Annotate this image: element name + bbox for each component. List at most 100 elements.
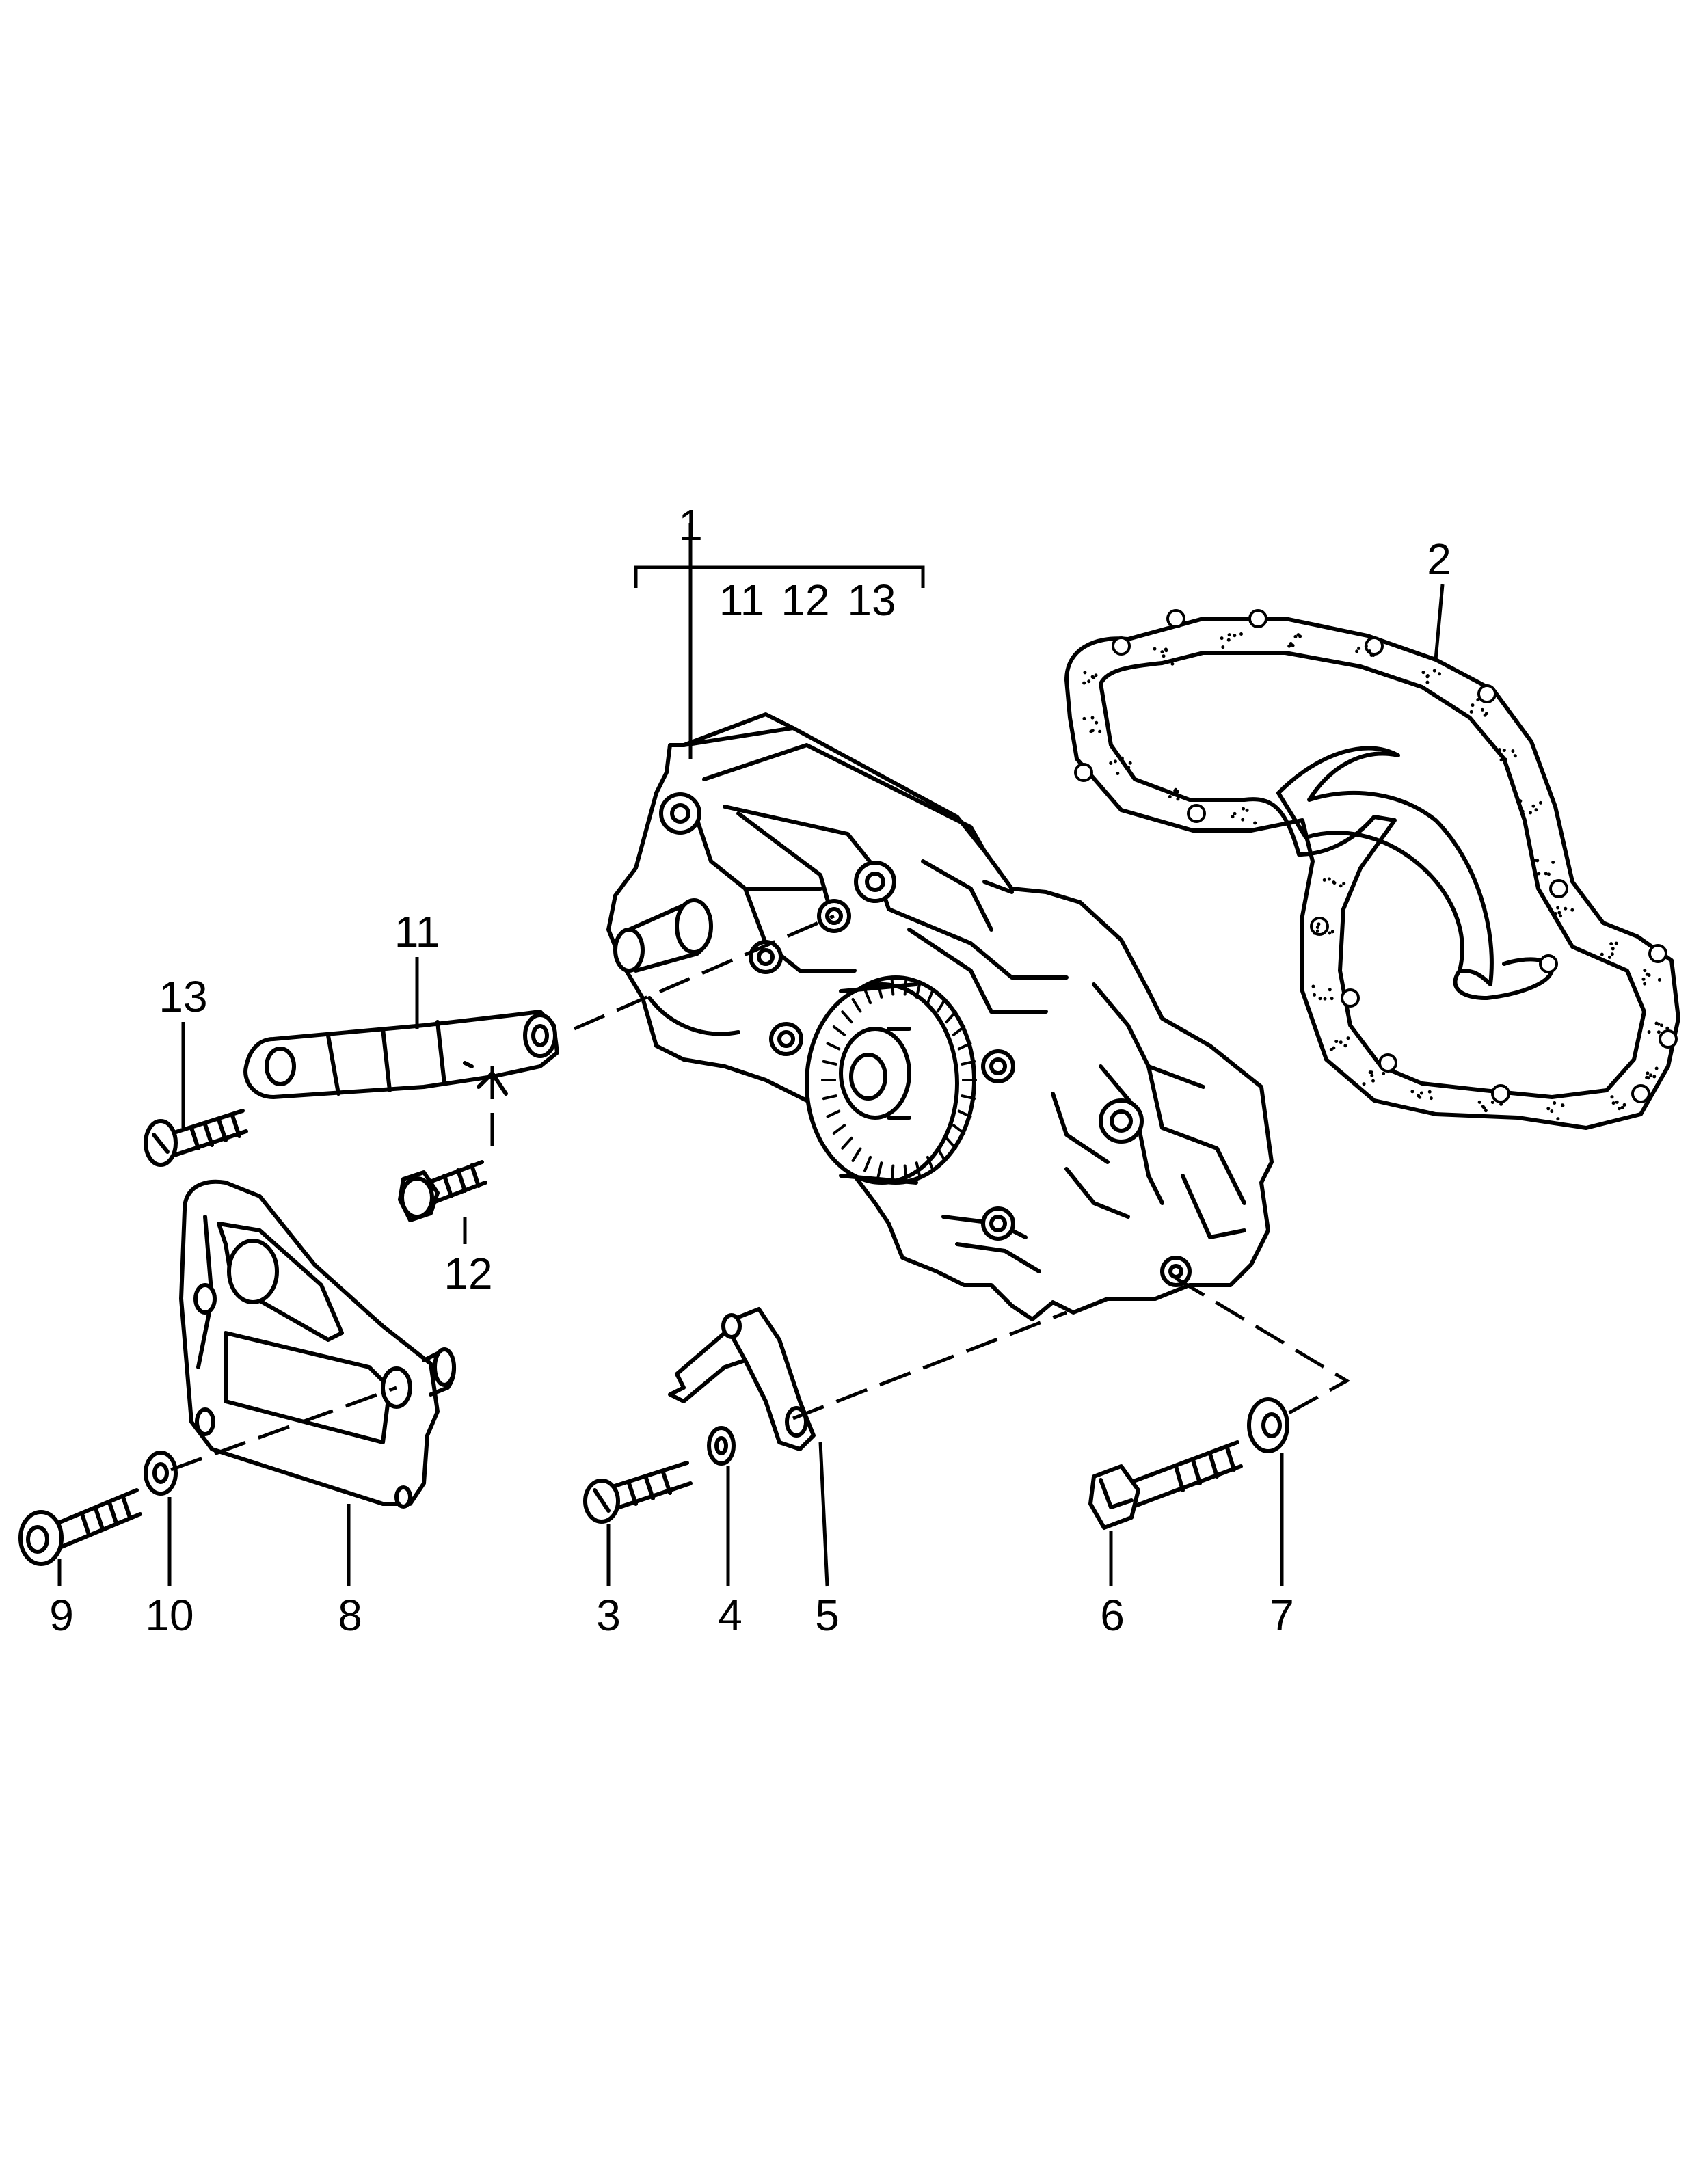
gasket-stipple-dot xyxy=(1094,673,1098,677)
gasket-stipple-dot xyxy=(1476,698,1480,702)
gasket-stipple-dot xyxy=(1098,729,1102,733)
gasket-stipple-dot xyxy=(1556,906,1560,910)
gasket-stipple-dot xyxy=(1556,1117,1560,1121)
gasket-stipple-dot xyxy=(1480,707,1484,712)
gasket-stipple-dot xyxy=(1116,771,1120,775)
bracket-clip-5-part xyxy=(668,1307,816,1451)
pulley-tooth xyxy=(952,1124,966,1135)
gasket-stipple-dot xyxy=(1342,882,1346,886)
gasket-stipple-dot xyxy=(1647,1030,1651,1034)
pulley-tooth xyxy=(957,1109,972,1118)
gasket-stipple-dot xyxy=(1293,634,1298,638)
gasket-stipple-dot xyxy=(1537,872,1541,876)
gasket-stipple-dot xyxy=(1518,799,1523,803)
gasket-stipple-dot xyxy=(1511,749,1515,753)
gasket-stipple-dot xyxy=(1090,675,1095,679)
gasket-stipple-dot xyxy=(1561,1103,1565,1107)
gasket-stipple-dot xyxy=(1551,860,1555,864)
gasket-stipple-dot xyxy=(1432,669,1436,673)
gasket-stipple-dot xyxy=(1323,997,1327,1001)
gasket-stipple-dot xyxy=(1227,633,1231,637)
gasket-stipple-dot xyxy=(1220,636,1224,641)
pulley-tooth xyxy=(945,1136,957,1150)
gasket-stipple-dot xyxy=(1657,1030,1661,1034)
gasket-stipple-dot xyxy=(1357,646,1361,650)
gasket-stipple-dot xyxy=(1369,653,1373,658)
gasket-stipple-dot xyxy=(1343,1044,1347,1048)
gasket-stipple-dot xyxy=(1570,908,1574,912)
gasket-stipple-dot xyxy=(1660,1023,1664,1027)
gasket-stipple xyxy=(1082,632,1669,1121)
gasket-stipple-dot xyxy=(1427,1090,1432,1094)
gasket-stipple-dot xyxy=(1553,1101,1557,1105)
callout-3: 3 xyxy=(596,1591,621,1640)
callout-5: 5 xyxy=(815,1591,840,1640)
gasket-stipple-dot xyxy=(1330,930,1334,934)
gasket-stipple-dot xyxy=(1553,912,1557,916)
gasket-stipple-dot xyxy=(1520,809,1525,813)
gasket-stipple-dot xyxy=(1334,1040,1339,1044)
pulley-tooth xyxy=(961,1060,976,1066)
gasket-stipple-dot xyxy=(1313,993,1317,997)
gasket-stipple-dot xyxy=(1477,1100,1481,1104)
hex-bolt-6-part xyxy=(1088,1440,1243,1530)
gasket-stipple-dot xyxy=(1533,859,1538,863)
gasket-stipple-dot xyxy=(1368,649,1372,653)
pulley-tooth xyxy=(903,1164,908,1183)
callout-4: 4 xyxy=(718,1591,742,1640)
gasket-stipple-dot xyxy=(1490,1100,1494,1104)
gasket-stipple-dot xyxy=(1618,1107,1622,1111)
gasket-stipple-dot xyxy=(1315,925,1319,929)
gasket-stipple-dot xyxy=(1109,761,1113,765)
gasket-stipple-dot xyxy=(1371,1079,1376,1083)
gasket-stipple-dot xyxy=(1646,1071,1650,1075)
gasket-stipple-dot xyxy=(1253,821,1257,825)
callout-6: 6 xyxy=(1100,1591,1125,1640)
gasket-stipple-dot xyxy=(1418,1095,1422,1099)
gasket-stipple-dot xyxy=(1622,1103,1626,1107)
pulley-tooth xyxy=(841,1136,853,1150)
gasket-stipple-dot xyxy=(1296,633,1300,637)
flange-bolt-12-part xyxy=(398,1160,487,1222)
callout-11: 11 xyxy=(394,907,440,956)
gasket-stipple-dot xyxy=(1665,1026,1669,1030)
gasket-stipple-dot xyxy=(1370,1073,1374,1077)
gasket-stipple-dot xyxy=(1329,1047,1333,1051)
gasket-stipple-dot xyxy=(1529,811,1533,815)
mounting-plate-part xyxy=(179,1179,457,1509)
gasket-stipple-dot xyxy=(1369,1070,1373,1075)
gasket-stipple-dot xyxy=(1164,649,1168,653)
gasket-stipple-dot xyxy=(1346,1036,1350,1040)
pulley-tooth xyxy=(851,1147,862,1163)
gasket-stipple-dot xyxy=(1242,807,1246,811)
gasket-stipple-dot xyxy=(1239,632,1243,636)
gasket-stipple-dot xyxy=(1652,1075,1657,1079)
gasket-stipple-dot xyxy=(1419,1091,1423,1095)
gasket-stipple-dot xyxy=(1083,671,1087,675)
pulley-tooth xyxy=(915,1161,922,1179)
callout-1: 1 xyxy=(678,500,703,550)
gasket-stipple-dot xyxy=(1090,729,1095,733)
pulley-tooth xyxy=(863,988,872,1005)
gasket-stipple-dot xyxy=(1643,982,1647,986)
gasket-stipple-dot xyxy=(1534,808,1538,812)
pulley-tooth xyxy=(822,1060,837,1066)
gasket-stipple-dot xyxy=(1087,679,1091,684)
gasket-stipple-dot xyxy=(1095,720,1099,725)
pulley-tooth xyxy=(957,1042,972,1051)
pulley-tooth xyxy=(890,978,895,996)
gasket-stipple-dot xyxy=(1128,761,1132,765)
assembly-dash-lines xyxy=(170,914,1350,1472)
gasket-stipple-dot xyxy=(1611,947,1615,951)
gasket-stipple-dot xyxy=(1615,1100,1619,1104)
gasket-stipple-dot xyxy=(1550,1109,1554,1114)
socket-bolt-9-part xyxy=(18,1488,142,1566)
gasket-stipple-dot xyxy=(1339,884,1343,888)
gasket-stipple-dot xyxy=(1614,941,1618,945)
gasket-stipple-dot xyxy=(1654,1066,1659,1070)
gasket-stipple-dot xyxy=(1082,681,1086,685)
gasket-stipple-dot xyxy=(1546,1107,1551,1111)
gasket-stipple-dot xyxy=(1425,680,1430,684)
lock-washer-4-part xyxy=(707,1426,736,1466)
